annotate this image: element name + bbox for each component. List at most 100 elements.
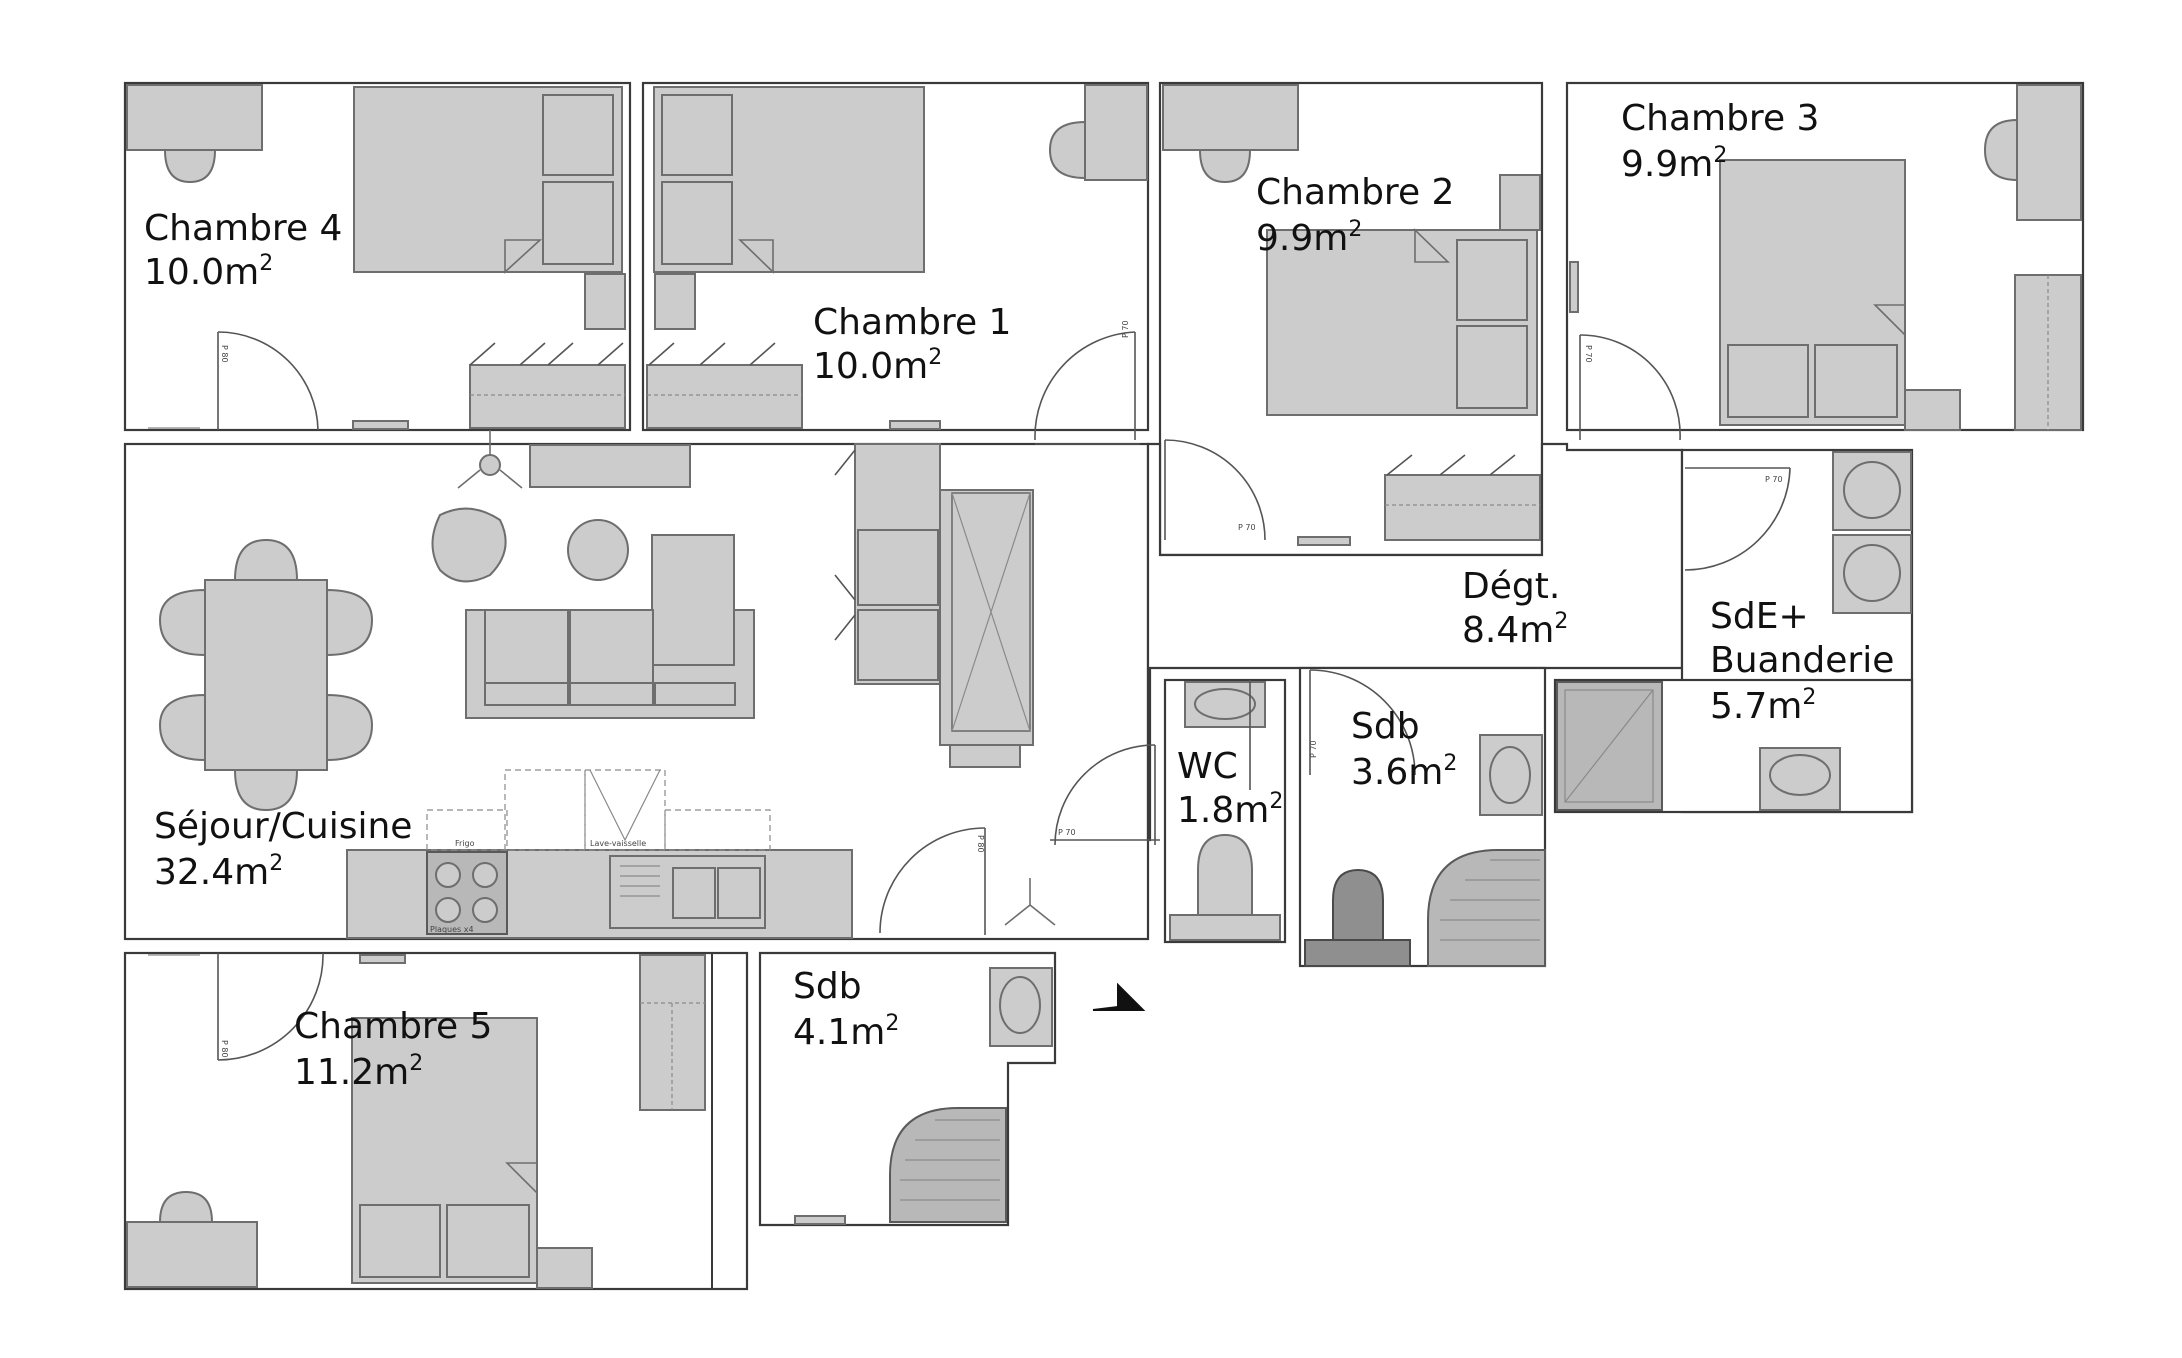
wardrobe-door-swing bbox=[1386, 454, 1516, 476]
nightstand bbox=[536, 1247, 593, 1289]
degt-furniture: P 70 bbox=[1050, 744, 1160, 846]
washing-machine-drum bbox=[1843, 461, 1901, 519]
desk bbox=[1162, 84, 1299, 151]
room-area-chambre4: 10.0m2 bbox=[144, 251, 273, 293]
sejour-furniture: Plaques x4 Frigo Lave-vaisselle P 80 bbox=[158, 430, 1056, 939]
sink-basin bbox=[672, 867, 716, 919]
area-exponent: 2 bbox=[1713, 143, 1727, 168]
wardrobe bbox=[646, 364, 803, 429]
area-value: 8.4m bbox=[1462, 610, 1554, 651]
sofa-cushion bbox=[654, 682, 736, 706]
area-exponent: 2 bbox=[1443, 751, 1457, 776]
dishwasher-label: Lave-vaisselle bbox=[590, 839, 646, 848]
area-exponent: 2 bbox=[409, 1051, 423, 1076]
chair-icon bbox=[163, 149, 217, 184]
toilet-icon bbox=[1197, 833, 1253, 916]
room-area-sejour: 32.4m2 bbox=[154, 851, 283, 893]
bed-pillow bbox=[1814, 344, 1898, 418]
area-value: 32.4m bbox=[154, 852, 269, 893]
stair-void-cross bbox=[951, 492, 1031, 732]
toilet-cistern bbox=[1304, 939, 1411, 967]
room-name-sdb2: Sdb bbox=[793, 966, 862, 1007]
armchair-icon bbox=[431, 507, 507, 583]
chambre2-furniture: P 70 bbox=[1162, 84, 1541, 546]
sofa-cushion bbox=[569, 682, 654, 706]
hob-burner bbox=[472, 862, 498, 888]
area-value: 3.6m bbox=[1351, 752, 1443, 793]
hob-burner bbox=[435, 862, 461, 888]
chambre5-furniture: P 80 bbox=[126, 952, 706, 1289]
room-name-degt: Dégt. bbox=[1462, 566, 1560, 607]
room-area-chambre5: 11.2m2 bbox=[294, 1051, 423, 1093]
sdb1-furniture: P 70 bbox=[1304, 669, 1546, 967]
bed-sheet-fold bbox=[1414, 228, 1450, 263]
door-label: P 80 bbox=[976, 835, 985, 853]
shower-quarter bbox=[1427, 849, 1546, 967]
stair-void-inner bbox=[951, 492, 1031, 732]
door-swing bbox=[1034, 331, 1136, 441]
bed-pillow bbox=[661, 94, 733, 176]
door-label: P 80 bbox=[220, 1040, 229, 1058]
wardrobe bbox=[1384, 474, 1541, 541]
wardrobe-door-swing bbox=[469, 342, 624, 366]
north-arrow-icon bbox=[1092, 982, 1146, 1011]
door-label: P 80 bbox=[220, 345, 229, 363]
area-value: 10.0m bbox=[813, 346, 928, 387]
room-name-chambre3: Chambre 3 bbox=[1621, 98, 1819, 139]
bed-pillow bbox=[359, 1204, 441, 1278]
desk bbox=[2016, 84, 2082, 221]
desk bbox=[1084, 84, 1148, 181]
chambre1-furniture: P 70 bbox=[646, 84, 1148, 445]
bed-pillow bbox=[1727, 344, 1809, 418]
door-swing bbox=[879, 827, 986, 934]
bed-pillow bbox=[542, 94, 614, 176]
hob-burner bbox=[472, 897, 498, 923]
nightstand bbox=[1904, 389, 1961, 431]
room-name-wc: WC bbox=[1177, 746, 1238, 787]
chair-icon bbox=[1198, 149, 1252, 184]
area-exponent: 2 bbox=[928, 345, 942, 370]
room-area-sdb2: 4.1m2 bbox=[793, 1011, 899, 1053]
area-exponent: 2 bbox=[1554, 609, 1568, 634]
desk bbox=[126, 84, 263, 151]
bed-pillow bbox=[446, 1204, 530, 1278]
hob-burner bbox=[435, 897, 461, 923]
chair-icon bbox=[326, 588, 374, 657]
chair-icon bbox=[158, 588, 206, 657]
area-value: 1.8m bbox=[1177, 790, 1269, 831]
radiator bbox=[794, 1215, 846, 1225]
shower-lines bbox=[1440, 859, 1540, 941]
chair-icon bbox=[158, 693, 206, 762]
area-exponent: 2 bbox=[269, 851, 283, 876]
chair-icon bbox=[1048, 120, 1086, 180]
sofa-seat bbox=[484, 609, 569, 684]
fridge-label: Frigo bbox=[455, 839, 475, 848]
fridge-space bbox=[426, 809, 508, 851]
bed-sheet-fold bbox=[738, 239, 774, 274]
chambre5-closet-strip bbox=[711, 952, 748, 1290]
area-value: 10.0m bbox=[144, 252, 259, 293]
door-swing bbox=[1054, 744, 1156, 846]
kitchen-counter bbox=[346, 849, 853, 939]
bed-sheet-fold bbox=[1873, 304, 1906, 337]
room-area-chambre3: 9.9m2 bbox=[1621, 143, 1727, 185]
area-exponent: 2 bbox=[1802, 685, 1816, 710]
nightstand bbox=[1499, 174, 1541, 231]
door-swing bbox=[1164, 439, 1266, 541]
cabinet-open bbox=[664, 809, 771, 851]
cabinet-door-swing bbox=[589, 769, 661, 842]
ceiling-fan-icon bbox=[1004, 878, 1056, 926]
sofa-seat bbox=[569, 609, 654, 684]
shower-quarter bbox=[889, 1107, 1007, 1223]
area-exponent: 2 bbox=[885, 1011, 899, 1036]
room-name-chambre5: Chambre 5 bbox=[294, 1006, 492, 1047]
bed-pillow bbox=[661, 181, 733, 265]
room-area-chambre2: 9.9m2 bbox=[1256, 217, 1362, 259]
room-area-chambre1: 10.0m2 bbox=[813, 345, 942, 387]
wc-cistern bbox=[1169, 914, 1281, 941]
door-swing bbox=[1684, 467, 1791, 571]
coffee-table bbox=[567, 519, 629, 581]
door-label: P 70 bbox=[1584, 345, 1593, 363]
door-swing bbox=[1309, 669, 1416, 776]
